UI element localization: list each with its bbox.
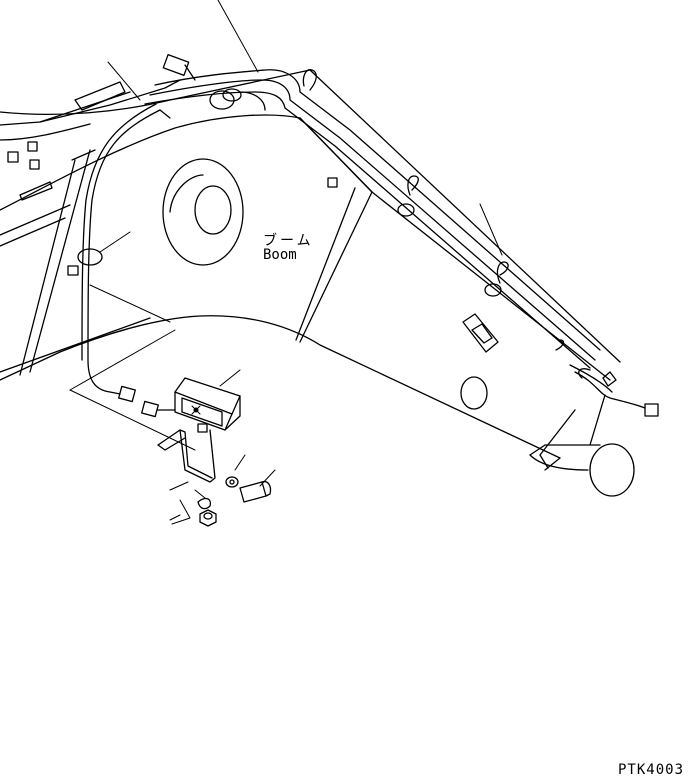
bolt xyxy=(239,480,272,503)
boom-foot-pin xyxy=(529,394,635,497)
boom-side-features xyxy=(327,177,499,410)
boom-top-plate xyxy=(0,79,181,201)
boom-label-japanese: ブーム xyxy=(263,233,314,249)
boom-label-english: Boom xyxy=(263,247,297,263)
washer xyxy=(225,476,239,488)
wiring-harness xyxy=(67,103,659,418)
lamp-bracket xyxy=(157,429,216,483)
hose-clamps xyxy=(162,54,502,297)
hydraulic-lines xyxy=(144,69,601,369)
drawing-code: PTK4003 xyxy=(618,762,685,778)
nut xyxy=(199,509,217,527)
work-lamp xyxy=(174,377,241,433)
boom-pivot-boss xyxy=(162,158,244,266)
boom-body xyxy=(0,69,621,471)
leader-lines xyxy=(69,0,503,525)
spring-washer xyxy=(197,497,211,510)
